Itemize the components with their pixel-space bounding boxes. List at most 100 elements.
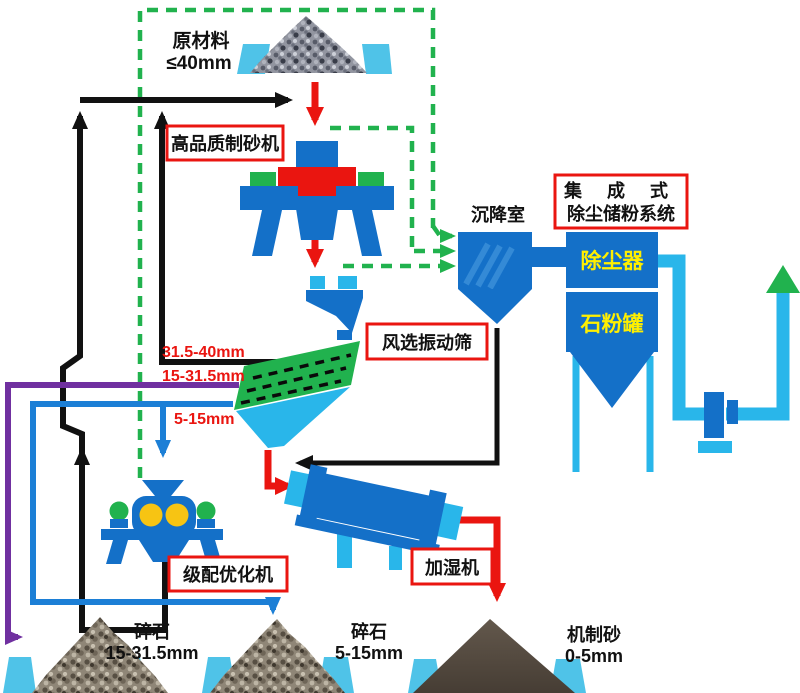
optimizer-recirculation-line <box>60 111 168 633</box>
powder-tank-funnel <box>570 352 654 408</box>
settling-to-collector-duct <box>532 247 566 267</box>
product-size: 15-31.5mm <box>105 643 198 663</box>
trough-right <box>362 44 392 74</box>
fine-fraction-line <box>30 401 281 615</box>
dust-line-from-sand-maker <box>330 125 415 247</box>
product-name: 碎石 <box>134 621 170 642</box>
settling-funnel <box>458 289 532 324</box>
optimizer-knob-base-right <box>197 519 215 528</box>
dust-collector: 除尘器 <box>566 232 658 288</box>
fan-outlet <box>727 400 738 424</box>
humidifier-to-sand-arrow <box>452 516 506 602</box>
gravel-mound <box>250 16 367 73</box>
optimizer-table <box>101 529 223 540</box>
optimizer-label-text: 级配优化机 <box>183 564 273 585</box>
raw-material-size: ≤40mm <box>166 53 231 74</box>
humidifier-label: 加湿机 <box>410 547 494 586</box>
fan-base <box>698 441 732 453</box>
product-pile-crushed-15-31: 碎石 15-31.5mm <box>3 617 199 693</box>
fraction-mid-label: 15-31.5mm <box>162 368 245 385</box>
black-flow-lines <box>60 92 500 633</box>
trough-left <box>3 657 36 693</box>
pipe-collector-to-fan <box>658 254 704 421</box>
hopper-port-left <box>310 276 325 289</box>
humidifier-machine <box>283 464 464 570</box>
settling-hatch <box>463 242 515 290</box>
screen-discharge-funnel <box>236 387 350 448</box>
hopper-body <box>306 290 363 333</box>
optimizer-knob-base-left <box>110 519 128 528</box>
dust-collector-box <box>566 232 658 288</box>
product-name: 机制砂 <box>567 624 621 645</box>
sand-maker-machine <box>240 141 394 256</box>
air-screening-vibrating-screen <box>234 341 360 448</box>
humidifier-label-text: 加湿机 <box>424 558 479 578</box>
pipe-fan-to-stack <box>726 292 790 421</box>
screen-underflow-arrow <box>264 450 294 495</box>
crusher-center-funnel <box>294 196 340 240</box>
mid-fraction-purple-line <box>5 382 239 645</box>
crusher-wing-right <box>336 186 394 210</box>
raw-material-pile: 原材料 ≤40mm <box>166 16 392 74</box>
air-screen-label: 风选振动筛 <box>365 322 489 361</box>
clean-air-arrow <box>766 265 800 293</box>
dust-envelope-line <box>137 7 436 478</box>
optimizer-knob-right <box>196 501 216 521</box>
dust-collector-label: 除尘器 <box>581 249 645 273</box>
humidifier-ring-right <box>418 489 447 549</box>
powder-tank: 石粉罐 <box>566 292 658 472</box>
gradation-optimizer <box>101 480 223 564</box>
sand-maker-label: 高品质制砂机 <box>165 124 285 162</box>
humidifier-ring-left <box>298 464 328 524</box>
crusher-wing-left <box>240 186 298 210</box>
optimizer-roller-left <box>139 503 163 527</box>
optimizer-feed-funnel <box>142 480 184 496</box>
sand-pile <box>413 619 575 693</box>
dust-system-label-line1: 集 成 式 <box>563 180 678 201</box>
humidifier-leg-left <box>337 528 352 568</box>
air-screen-label-text: 风选振动筛 <box>382 332 472 353</box>
gravel-pile <box>210 619 345 693</box>
dust-capture-dashed-lines <box>137 7 456 478</box>
humidifier-leg-right <box>389 546 402 570</box>
dust-arrow-from-envelope <box>431 224 456 243</box>
crusher-green-block-left <box>250 172 276 187</box>
dust-system-label-line2: 除尘储粉系统 <box>567 203 675 224</box>
exhaust-piping <box>658 254 790 421</box>
product-pile-crushed-5-15: 碎石 5-15mm <box>202 619 403 693</box>
sand-maker-label-text: 高品质制砂机 <box>171 133 279 154</box>
optimizer-roller-right <box>165 503 189 527</box>
exhaust-fan <box>698 392 738 453</box>
hopper-spout <box>337 330 352 340</box>
humidifier-rail <box>294 514 440 556</box>
crusher-leg-left <box>252 210 282 256</box>
fine-fraction-blue-lines <box>30 401 281 615</box>
raw-material-name: 原材料 <box>172 29 229 52</box>
oversize-return-line <box>154 111 282 365</box>
product-size: 5-15mm <box>335 643 403 663</box>
fan-body <box>704 392 724 438</box>
optimizer-leg-left <box>106 540 128 564</box>
hopper-port-right <box>338 276 357 289</box>
settling-chamber-label: 沉降室 <box>471 204 525 225</box>
settling-discharge-line <box>295 328 500 471</box>
product-pile-machine-sand: 机制砂 0-5mm <box>408 619 623 693</box>
screen-deck <box>234 341 360 410</box>
crusher-leg-right <box>352 210 382 256</box>
red-flow-arrows <box>264 82 506 602</box>
settling-chamber: 沉降室 <box>458 204 566 324</box>
crusher-green-block-right <box>358 172 384 187</box>
powder-tank-box <box>566 292 658 352</box>
humidifier-drum <box>314 473 430 540</box>
powder-tank-label: 石粉罐 <box>580 312 644 336</box>
gravel-pile <box>32 617 168 693</box>
fraction-fine-label: 5-15mm <box>174 411 234 428</box>
product-name: 碎石 <box>351 621 387 642</box>
humidifier-cap-right <box>436 502 464 541</box>
optimizer-label: 级配优化机 <box>167 555 289 593</box>
fraction-coarse-label: 31.5-40mm <box>162 344 245 361</box>
product-size: 0-5mm <box>565 646 623 666</box>
optimizer-knob-left <box>109 501 129 521</box>
